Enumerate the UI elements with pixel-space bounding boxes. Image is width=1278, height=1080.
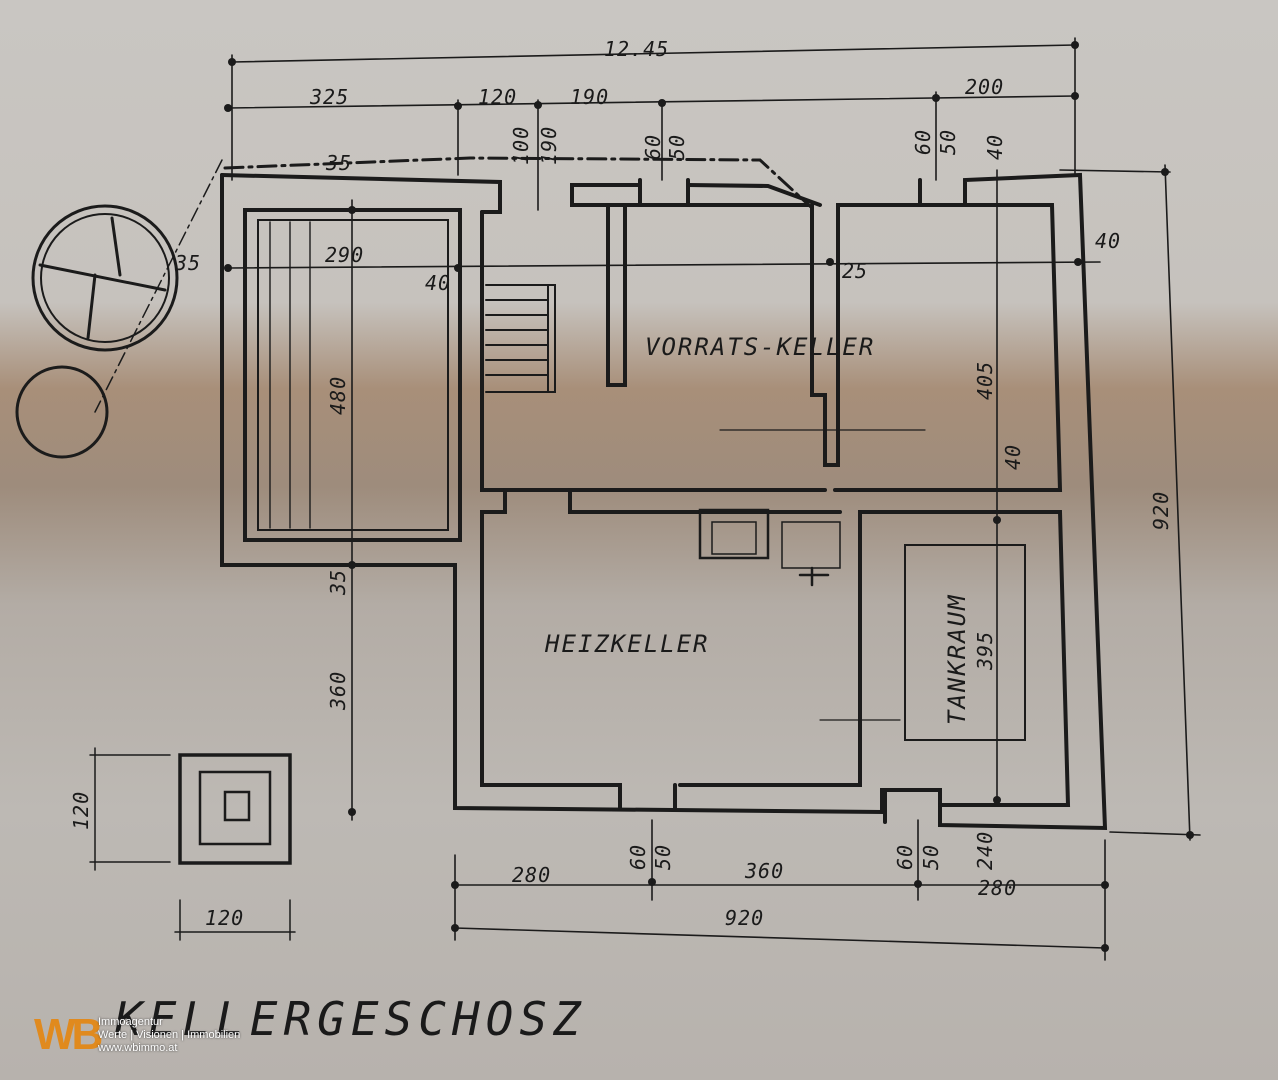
dim-395: 395 xyxy=(973,631,997,671)
dim-480: 480 xyxy=(326,376,350,415)
dim-40-inner: 40 xyxy=(425,271,451,295)
company-logo: WB Immoagentur Werte | Visionen | Immobi… xyxy=(34,1010,294,1070)
dim-60-bottom: 60 xyxy=(626,844,650,870)
logo-line-tagline: Werte | Visionen | Immobilien xyxy=(98,1029,241,1041)
well-symbols xyxy=(15,159,223,459)
dim-total-width: 12.45 xyxy=(604,37,669,61)
outer-walls xyxy=(220,172,1108,831)
dim-290: 290 xyxy=(325,243,364,267)
dim-190-vert: 190 xyxy=(537,126,561,165)
dim-40-right: 40 xyxy=(1095,229,1121,253)
tank-outline xyxy=(904,544,1026,741)
dim-35-top: 35 xyxy=(325,151,352,175)
top-dimension-lines xyxy=(227,37,1076,211)
logo-line-agency: Immoagentur xyxy=(98,1016,163,1028)
dim-35-left: 35 xyxy=(174,251,201,275)
plan-title: KELLERGESCHOSZ xyxy=(114,992,587,1046)
dim-25: 25 xyxy=(842,259,868,283)
dim-50-top-right: 50 xyxy=(936,129,960,155)
property-line xyxy=(223,156,814,210)
bottom-dimension-lines xyxy=(351,199,1106,961)
room-label-heizkeller: HEIZKELLER xyxy=(544,630,710,658)
dimension-labels: 12.45 325 120 190 200 100 190 60 50 60 5… xyxy=(69,37,1173,930)
dim-405: 405 xyxy=(973,361,997,400)
dim-360-vertical: 360 xyxy=(326,671,350,711)
dim-100: 100 xyxy=(509,126,533,165)
dim-35-mid-left: 35 xyxy=(326,569,350,596)
boiler xyxy=(698,508,841,587)
dim-190: 190 xyxy=(570,85,609,109)
dim-920-horizontal: 920 xyxy=(725,906,764,930)
dim-50-bottom-right: 50 xyxy=(919,844,943,870)
left-room-hatching xyxy=(269,221,311,529)
dim-280-right: 280 xyxy=(978,876,1017,900)
dim-60-bottom-right: 60 xyxy=(893,844,917,870)
dim-50-bottom: 50 xyxy=(651,844,675,870)
dim-200: 200 xyxy=(965,75,1004,99)
dim-40-mid-right: 40 xyxy=(1001,444,1025,470)
right-dimension-lines xyxy=(229,164,1201,841)
logo-line-url: www.wbimmo.at xyxy=(98,1042,178,1054)
dim-920-vertical: 920 xyxy=(1149,491,1173,530)
logo-text: Immoagentur Werte | Visionen | Immobilie… xyxy=(98,1016,240,1055)
dim-280-left: 280 xyxy=(512,863,551,887)
dim-240: 240 xyxy=(973,831,997,870)
stair xyxy=(485,284,556,393)
chimney-symbol xyxy=(89,747,296,941)
dim-120-chimney-vertical: 120 xyxy=(69,791,93,830)
dim-325: 325 xyxy=(309,85,349,109)
dim-60-top: 60 xyxy=(641,134,665,160)
dim-60-top-right: 60 xyxy=(911,129,935,155)
dim-360-horizontal: 360 xyxy=(744,859,784,883)
dim-120: 120 xyxy=(478,85,517,109)
dim-120-chimney-horizontal: 120 xyxy=(205,906,244,930)
dim-50-top: 50 xyxy=(665,134,689,160)
room-label-vorratskeller: VORRATS-KELLER xyxy=(645,333,875,361)
logo-mark: WB xyxy=(34,1010,103,1059)
room-label-tankraum: TANKRAUM xyxy=(943,593,971,725)
dim-40-top-right: 40 xyxy=(983,134,1007,160)
